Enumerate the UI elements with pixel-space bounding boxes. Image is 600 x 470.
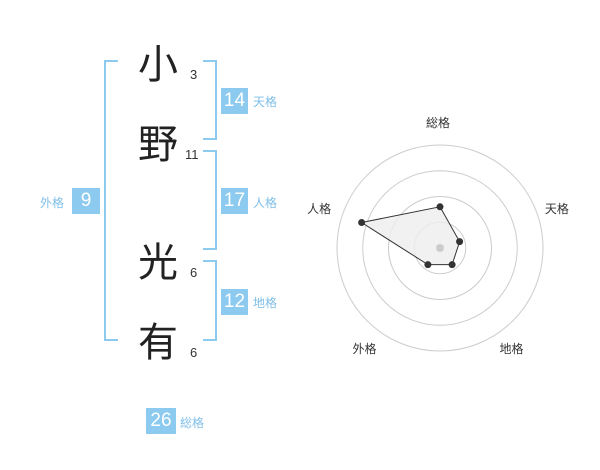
chikaku-badge: 12: [221, 289, 248, 315]
tenkaku-bracket: [203, 60, 217, 140]
jinkaku-bracket: [203, 150, 217, 250]
name-char-3: 光: [138, 240, 178, 286]
radar-area: [360, 206, 461, 266]
chikaku-label: 地格: [253, 296, 278, 310]
soukaku-label: 総格: [180, 416, 205, 430]
radar-point: [448, 261, 456, 269]
tenkaku-label: 天格: [253, 95, 278, 109]
radar-ring: [362, 170, 518, 326]
radar-center-dot: [436, 244, 444, 252]
radar-axis-label: 外格: [352, 342, 377, 357]
radar-axis-label: 総格: [426, 116, 451, 130]
radar-ring: [336, 144, 544, 352]
radar-axis-label: 人格: [307, 202, 332, 217]
stroke-count-3: 6: [190, 265, 198, 280]
name-char-4: 有: [138, 320, 178, 366]
radar-point: [436, 203, 444, 211]
gaikaku-label: 外格: [40, 196, 65, 210]
radar-point: [358, 219, 366, 227]
name-char-2: 野: [138, 122, 178, 168]
radar-point: [456, 238, 464, 246]
radar-point: [424, 261, 432, 269]
gaikaku-bracket: [104, 60, 118, 341]
soukaku-badge: 26: [146, 408, 176, 434]
radar-axis-label: 地格: [499, 342, 524, 357]
chikaku-bracket: [203, 260, 217, 341]
stroke-count-4: 6: [190, 345, 198, 360]
stroke-count-2: 11: [185, 147, 199, 162]
name-char-1: 小: [138, 42, 178, 88]
jinkaku-badge: 17: [221, 188, 248, 214]
jinkaku-label: 人格: [253, 196, 278, 210]
radar-ring: [388, 196, 492, 300]
stroke-count-1: 3: [190, 67, 198, 82]
radar-axis-label: 天格: [544, 202, 569, 217]
gaikaku-badge: 9: [72, 188, 100, 214]
tenkaku-badge: 14: [221, 88, 248, 114]
